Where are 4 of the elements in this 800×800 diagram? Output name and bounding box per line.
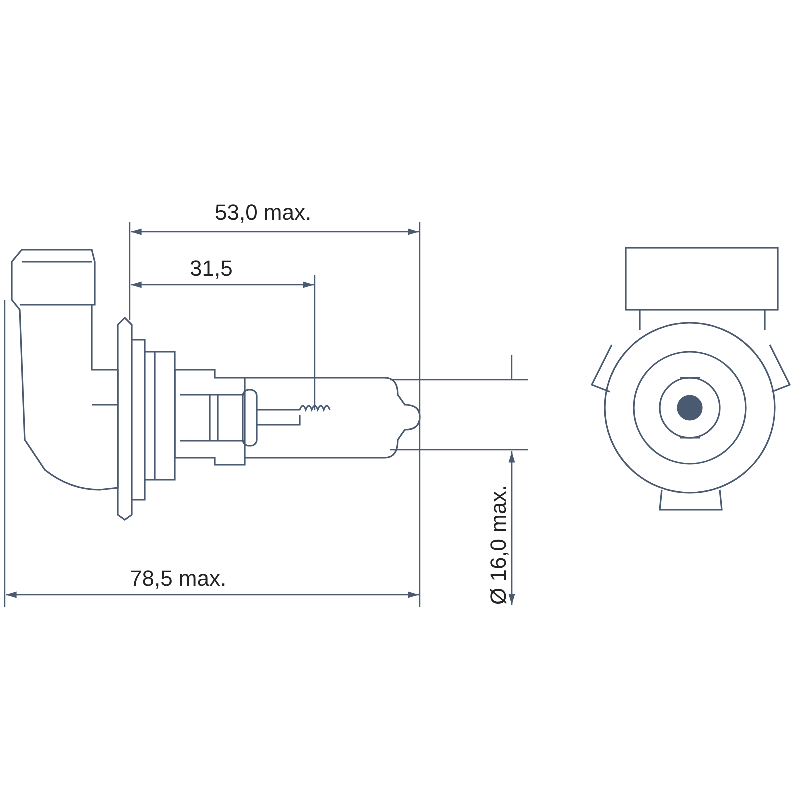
- dimension-label: 78,5 max.: [130, 568, 227, 590]
- dimension-label: 31,5: [190, 258, 233, 280]
- dimension-label: Ø 16,0 max.: [488, 485, 510, 605]
- dimension-label: 53,0 max.: [215, 202, 312, 224]
